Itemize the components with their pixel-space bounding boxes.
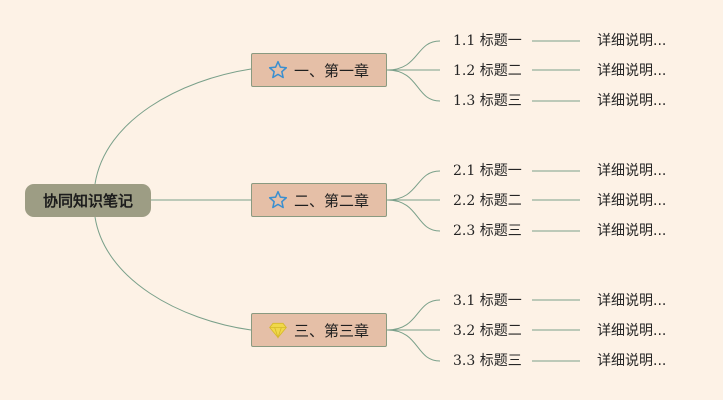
root-link-1 [94, 68, 252, 185]
topic-item[interactable]: 2.3 标题三 [453, 223, 522, 239]
root-node[interactable]: 协同知识笔记 [25, 184, 151, 217]
detail-item[interactable]: 详细说明... [597, 223, 667, 239]
ch2-link-3 [386, 199, 441, 232]
detail-item[interactable]: 详细说明... [597, 163, 667, 179]
topic-item[interactable]: 1.1 标题一 [453, 33, 522, 49]
topic-item[interactable]: 2.1 标题一 [453, 163, 522, 179]
detail-item[interactable]: 详细说明... [597, 353, 667, 369]
detail-item[interactable]: 详细说明... [597, 63, 667, 79]
topic-item[interactable]: 3.1 标题一 [453, 293, 522, 309]
detail-item[interactable]: 详细说明... [597, 93, 667, 109]
detail-item[interactable]: 详细说明... [597, 33, 667, 49]
topic-item[interactable]: 1.2 标题二 [453, 63, 522, 79]
ch1-link-1 [386, 40, 441, 71]
topic-item[interactable]: 3.3 标题三 [453, 353, 522, 369]
root-link-3 [94, 216, 252, 331]
chapter-label-3: 三、第三章 [294, 321, 370, 340]
detail-item[interactable]: 详细说明... [597, 323, 667, 339]
topic-item[interactable]: 1.3 标题三 [453, 93, 522, 109]
chapter-node-2[interactable]: 二、第二章 [251, 183, 387, 217]
topic-item[interactable]: 2.2 标题二 [453, 193, 522, 209]
detail-item[interactable]: 详细说明... [597, 293, 667, 309]
chapter-node-3[interactable]: 三、第三章 [251, 313, 387, 347]
diamond-icon [268, 320, 288, 340]
star-icon [268, 190, 288, 210]
chapter-node-1[interactable]: 一、第一章 [251, 53, 387, 87]
chapter-label-1: 一、第一章 [294, 61, 370, 80]
detail-item[interactable]: 详细说明... [597, 193, 667, 209]
root-label: 协同知识笔记 [42, 192, 133, 210]
ch3-link-3 [386, 329, 441, 362]
star-icon [268, 60, 288, 80]
ch2-link-1 [386, 170, 441, 201]
topic-item[interactable]: 3.2 标题二 [453, 323, 522, 339]
chapter-label-2: 二、第二章 [294, 191, 370, 210]
ch3-link-1 [386, 299, 441, 331]
ch1-link-3 [386, 69, 441, 102]
